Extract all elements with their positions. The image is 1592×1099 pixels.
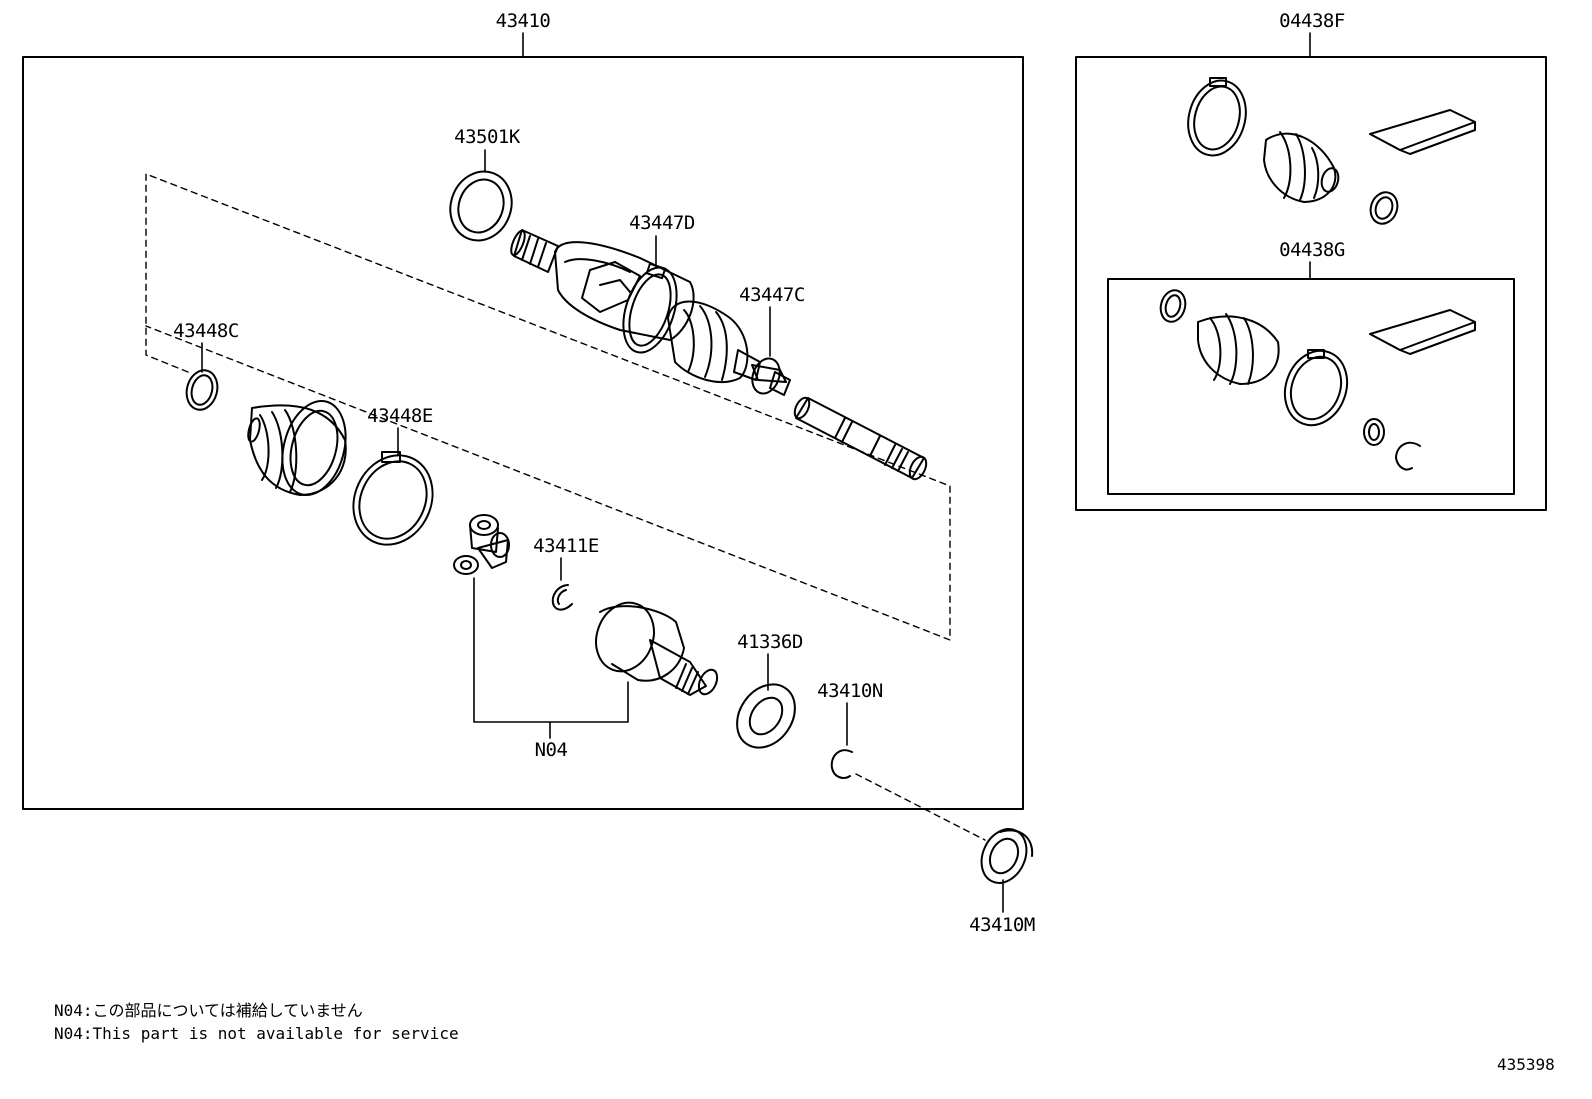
note-english: N04:This part is not available for servi… xyxy=(54,1024,459,1043)
snap-ring-icon xyxy=(551,584,573,611)
outer-joint-icon xyxy=(510,229,791,396)
boot-kit-outer-icon xyxy=(1187,77,1476,225)
hole-snap-ring-icon xyxy=(830,749,853,779)
label-boot-kit-outer: 04438F xyxy=(1279,10,1345,32)
boot-kit-inner-frame xyxy=(1107,278,1515,495)
label-inboard-ring: 43501K xyxy=(454,126,520,148)
label-snap-ring: 43411E xyxy=(533,535,599,557)
boot-kit-outer-frame xyxy=(1075,56,1547,511)
label-assembly: 43410 xyxy=(495,10,551,32)
label-outer-boot-clamp: 43447D xyxy=(629,212,695,234)
oil-seal-icon xyxy=(980,828,1034,884)
inboard-ring-icon xyxy=(449,170,513,242)
boot-kit-inner-icon xyxy=(1159,289,1476,471)
inner-boot-icon xyxy=(247,399,347,497)
inner-boot-small-clamp-icon xyxy=(185,369,219,411)
label-hole-snap-ring: 43410N xyxy=(817,680,883,702)
label-inner-boot-small-clamp: 43448C xyxy=(173,320,239,342)
dashed-guides xyxy=(145,173,986,841)
label-oil-seal: 43410M xyxy=(969,914,1035,936)
label-outer-boot-small-clamp: 43447C xyxy=(739,284,805,306)
label-dust-deflector: 41336D xyxy=(737,631,803,653)
leader-lines xyxy=(201,32,1311,913)
figure-number: 435398 xyxy=(1497,1055,1555,1074)
label-boot-kit-inner: 04438G xyxy=(1279,239,1345,261)
inner-joint-housing-icon xyxy=(595,601,719,696)
label-inner-boot-large-clamp: 43448E xyxy=(367,405,433,427)
label-not-serviced: N04 xyxy=(534,739,568,761)
tripod-joint-icon xyxy=(453,514,510,575)
inner-boot-large-clamp-icon xyxy=(352,451,434,546)
note-japanese: N04:この部品については補給していません xyxy=(54,1001,363,1020)
dust-deflector-icon xyxy=(736,683,796,749)
drive-shaft-icon xyxy=(793,396,928,481)
